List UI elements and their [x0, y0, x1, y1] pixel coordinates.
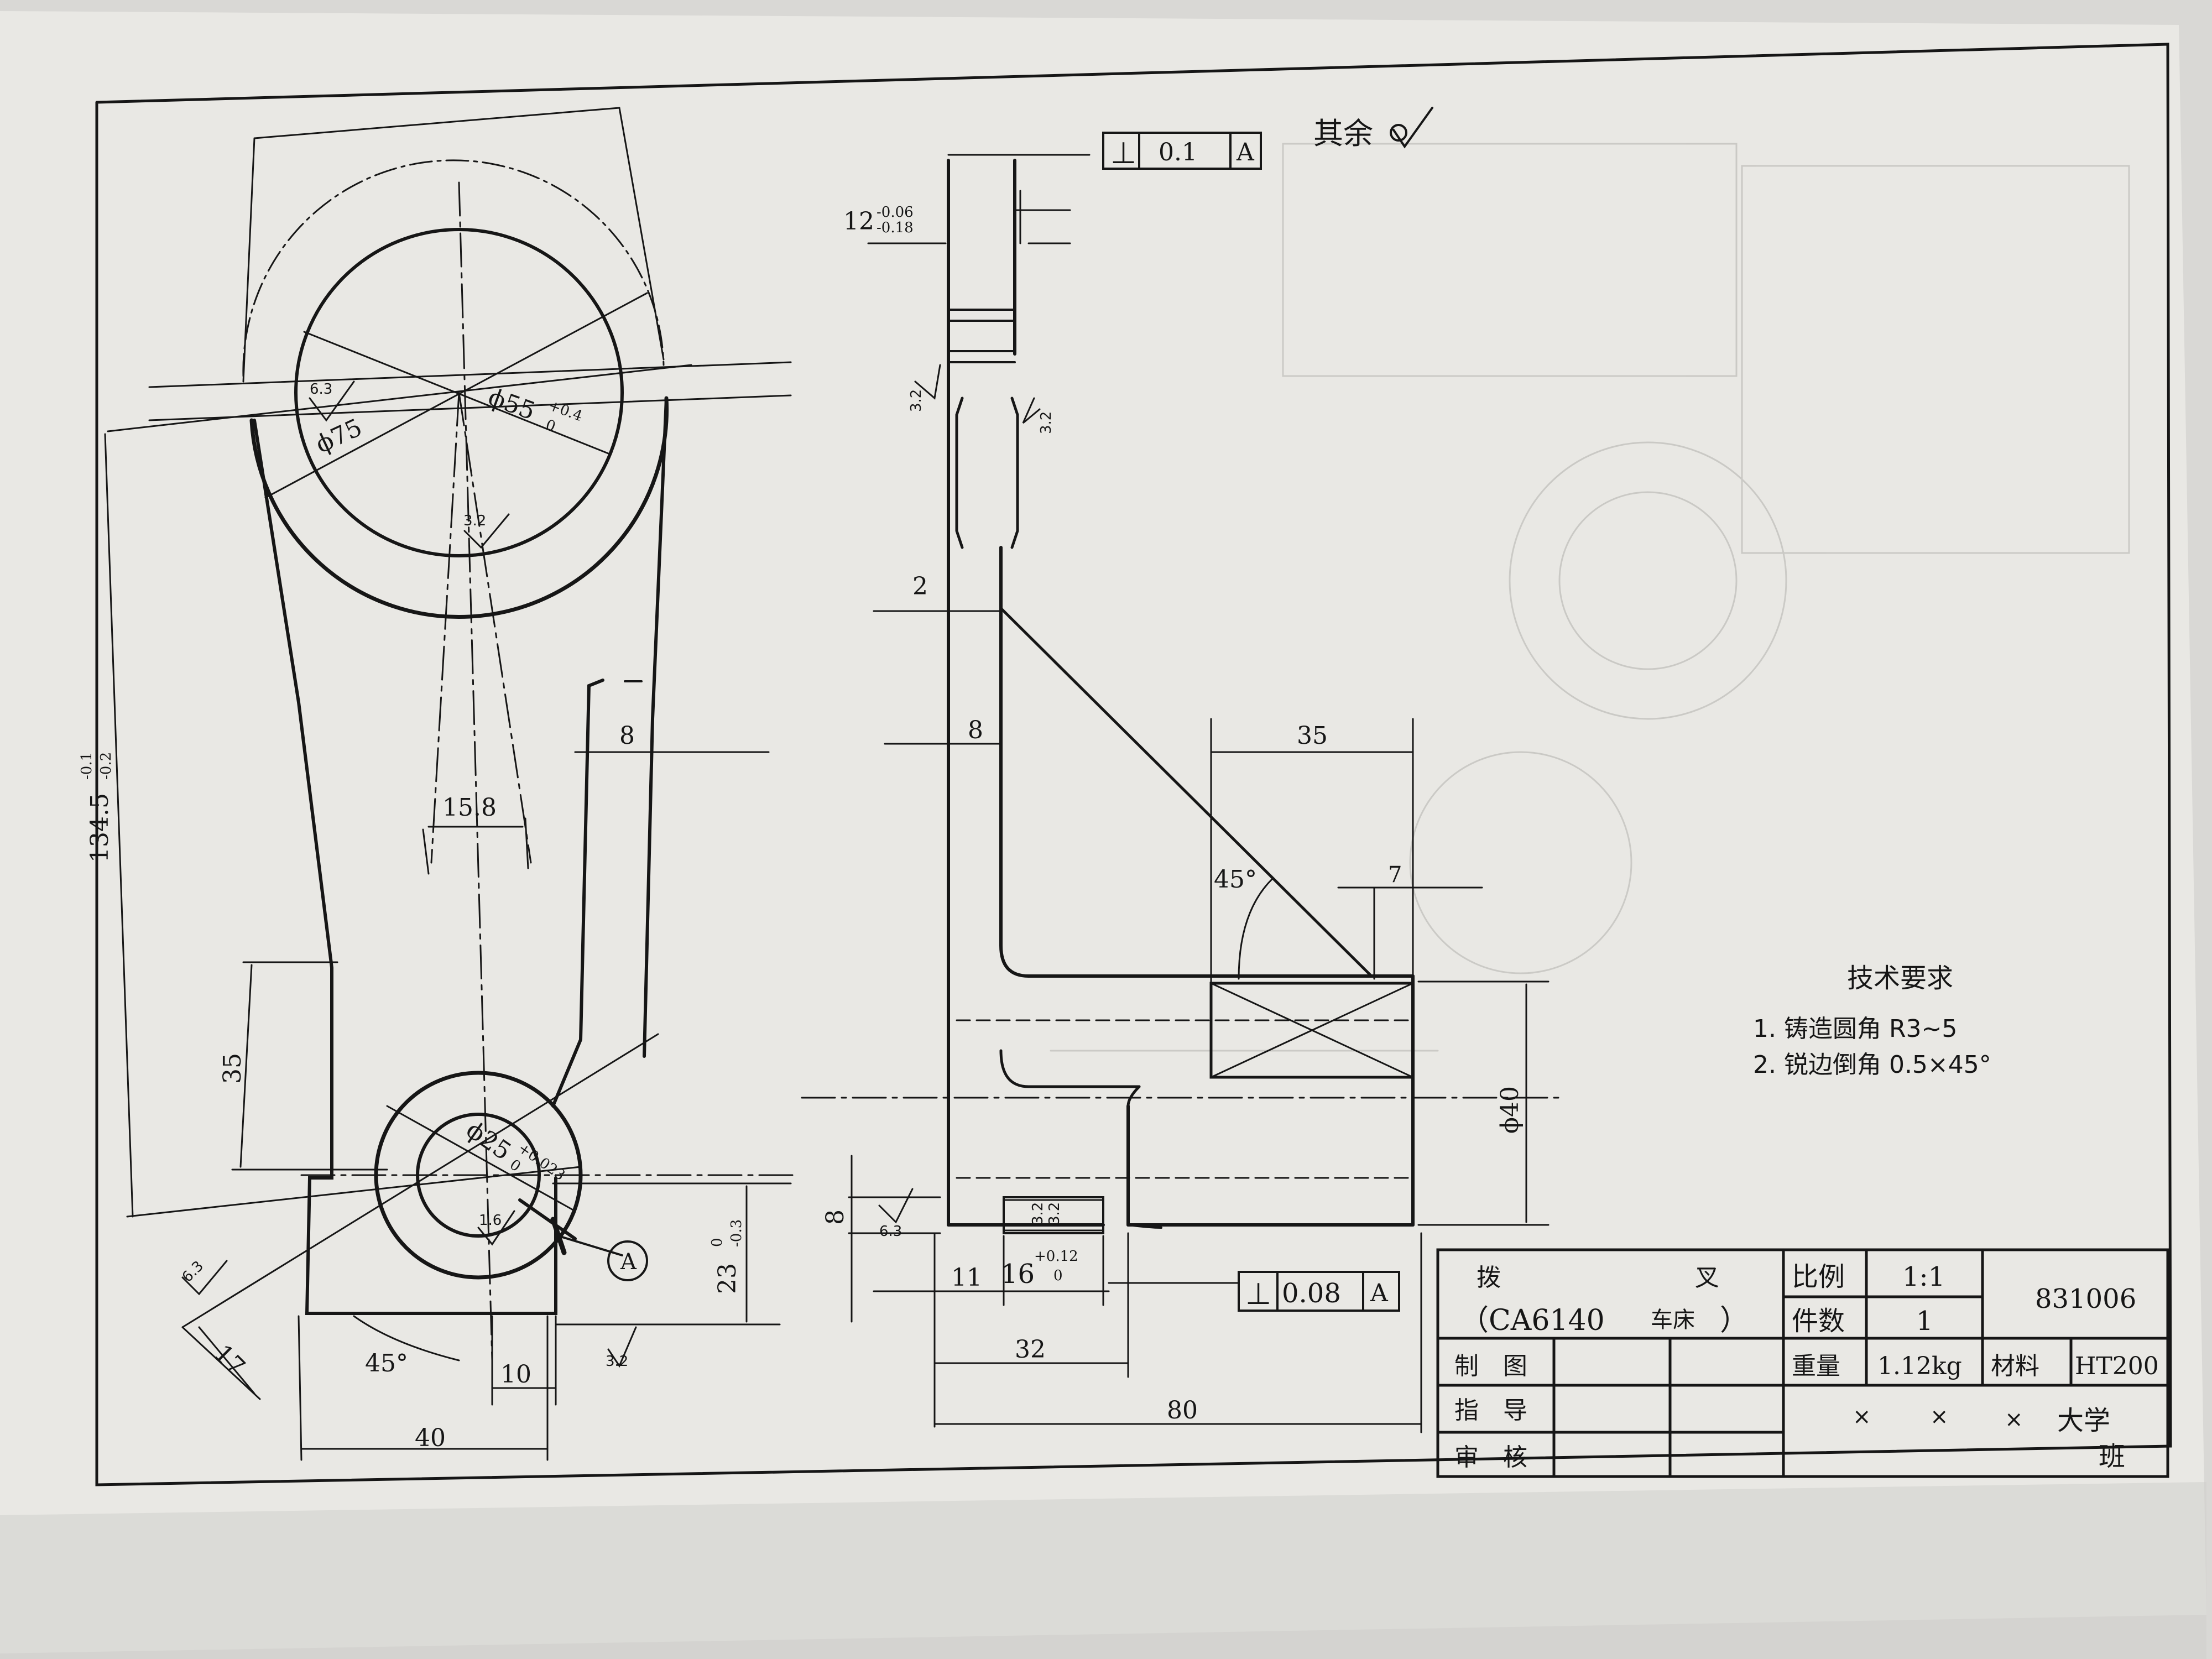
school-x3: × — [2005, 1407, 2023, 1432]
weight-label: 重量 — [1792, 1352, 1840, 1380]
rough-side-3-2-c: 3.2 — [1030, 1202, 1046, 1225]
dim-10: 10 — [500, 1360, 531, 1389]
datum-a-label: A — [620, 1249, 637, 1275]
dim-8-base: 8 — [821, 1209, 849, 1225]
dim-134-5: 134.5 — [86, 793, 114, 863]
class-label: 班 — [2099, 1441, 2125, 1472]
drawn-label: 制 图 — [1454, 1352, 1527, 1380]
material-label: 材料 — [1991, 1352, 2039, 1380]
paper-sheet — [0, 11, 2206, 1653]
remaining-roughness: 其余 — [1313, 116, 1373, 151]
dim-8-side: 8 — [968, 716, 983, 744]
tech-req-item-1: 1. 铸造圆角 R3~5 — [1753, 1015, 1957, 1043]
dim-2: 2 — [912, 572, 928, 601]
qty-label: 件数 — [1792, 1306, 1845, 1337]
dim-23: 23 — [713, 1263, 742, 1294]
tol-top-symbol: ⊥ — [1110, 135, 1136, 170]
remaining-roughness-symbol — [1390, 107, 1433, 149]
dim-16-tol-lower: 0 — [1053, 1267, 1063, 1284]
school-x1: × — [1853, 1404, 1871, 1430]
qty-value: 1 — [1916, 1306, 1933, 1337]
dim-45-front: 45° — [365, 1349, 408, 1378]
dim-12: 12 — [843, 207, 874, 236]
tolerance-frames — [1003, 132, 1400, 1312]
dim-12-tol-upper: -0.06 — [877, 204, 914, 221]
dim-7: 7 — [1388, 862, 1402, 888]
dim-134-5-tol-lower: -0.2 — [98, 752, 114, 780]
part-name-2: 叉 — [1695, 1264, 1719, 1292]
tol-top-value: 0.1 — [1159, 138, 1197, 166]
dim-23-tol-lower: -0.3 — [728, 1219, 745, 1247]
rough-1-6: 1.6 — [479, 1212, 502, 1229]
rough-side-3-2-a: 3.2 — [908, 389, 925, 412]
dim-15-8: 15.8 — [442, 794, 497, 822]
dim-35-side: 35 — [1297, 722, 1328, 750]
rough-side-6-3: 6.3 — [879, 1223, 902, 1240]
material-value: HT200 — [2075, 1352, 2159, 1380]
dim-23-tol-upper: 0 — [709, 1238, 726, 1247]
rough-side-3-2-b: 3.2 — [1038, 411, 1055, 434]
machine-type: 车床 — [1651, 1307, 1695, 1333]
dim-134-5-tol-upper: -0.1 — [79, 752, 95, 780]
dim-45-side: 45° — [1214, 865, 1257, 894]
dim-11: 11 — [951, 1264, 982, 1292]
shadow-lower — [0, 1482, 2206, 1659]
dim-35-front: 35 — [218, 1053, 247, 1084]
show-through-ghost — [1050, 143, 2130, 1052]
side-view-dims — [848, 154, 1550, 1433]
rough-side-3-2-d: 3.2 — [1046, 1202, 1063, 1225]
dim-40-front: 40 — [415, 1424, 446, 1452]
dim-8-groove: 8 — [619, 722, 635, 750]
weight-value: 1.12kg — [1877, 1352, 1962, 1380]
drawing-number: 831006 — [2035, 1284, 2136, 1314]
dim-12-tol-lower: -0.18 — [877, 220, 914, 236]
side-view — [801, 159, 1561, 1234]
dim-16-tol-upper: +0.12 — [1034, 1248, 1078, 1265]
rough-3-2-a: 3.2 — [463, 513, 486, 529]
school-name: 大学 — [2057, 1405, 2110, 1436]
tol-bottom-datum: A — [1370, 1279, 1389, 1307]
tech-req-item-2: 2. 锐边倒角 0.5×45° — [1753, 1051, 1991, 1079]
tol-bottom-value: 0.08 — [1282, 1278, 1341, 1309]
part-name-1: 拨 — [1477, 1264, 1501, 1292]
tol-top-datum: A — [1236, 138, 1255, 166]
rough-6-3-a: 6.3 — [310, 381, 332, 398]
guide-label: 指 导 — [1454, 1396, 1527, 1425]
machine-model: （CA6140 — [1460, 1304, 1605, 1337]
scale-value: 1:1 — [1902, 1261, 1945, 1292]
dim-80: 80 — [1167, 1396, 1198, 1425]
rough-3-2-b: 3.2 — [606, 1353, 628, 1370]
machine-close: ） — [1720, 1304, 1749, 1337]
drawing-frame — [95, 43, 2172, 1486]
title-block — [1436, 1248, 2169, 1478]
dim-32: 32 — [1015, 1335, 1046, 1364]
review-label: 审 核 — [1454, 1443, 1527, 1472]
scale-label: 比例 — [1792, 1261, 1845, 1292]
school-x2: × — [1930, 1404, 1949, 1430]
tol-bottom-symbol: ⊥ — [1245, 1276, 1271, 1311]
tech-req-heading: 技术要求 — [1847, 963, 1953, 994]
front-view: A — [104, 107, 797, 1461]
dim-phi40: ϕ40 — [1496, 1086, 1524, 1134]
dim-16: 16 — [1001, 1259, 1035, 1290]
